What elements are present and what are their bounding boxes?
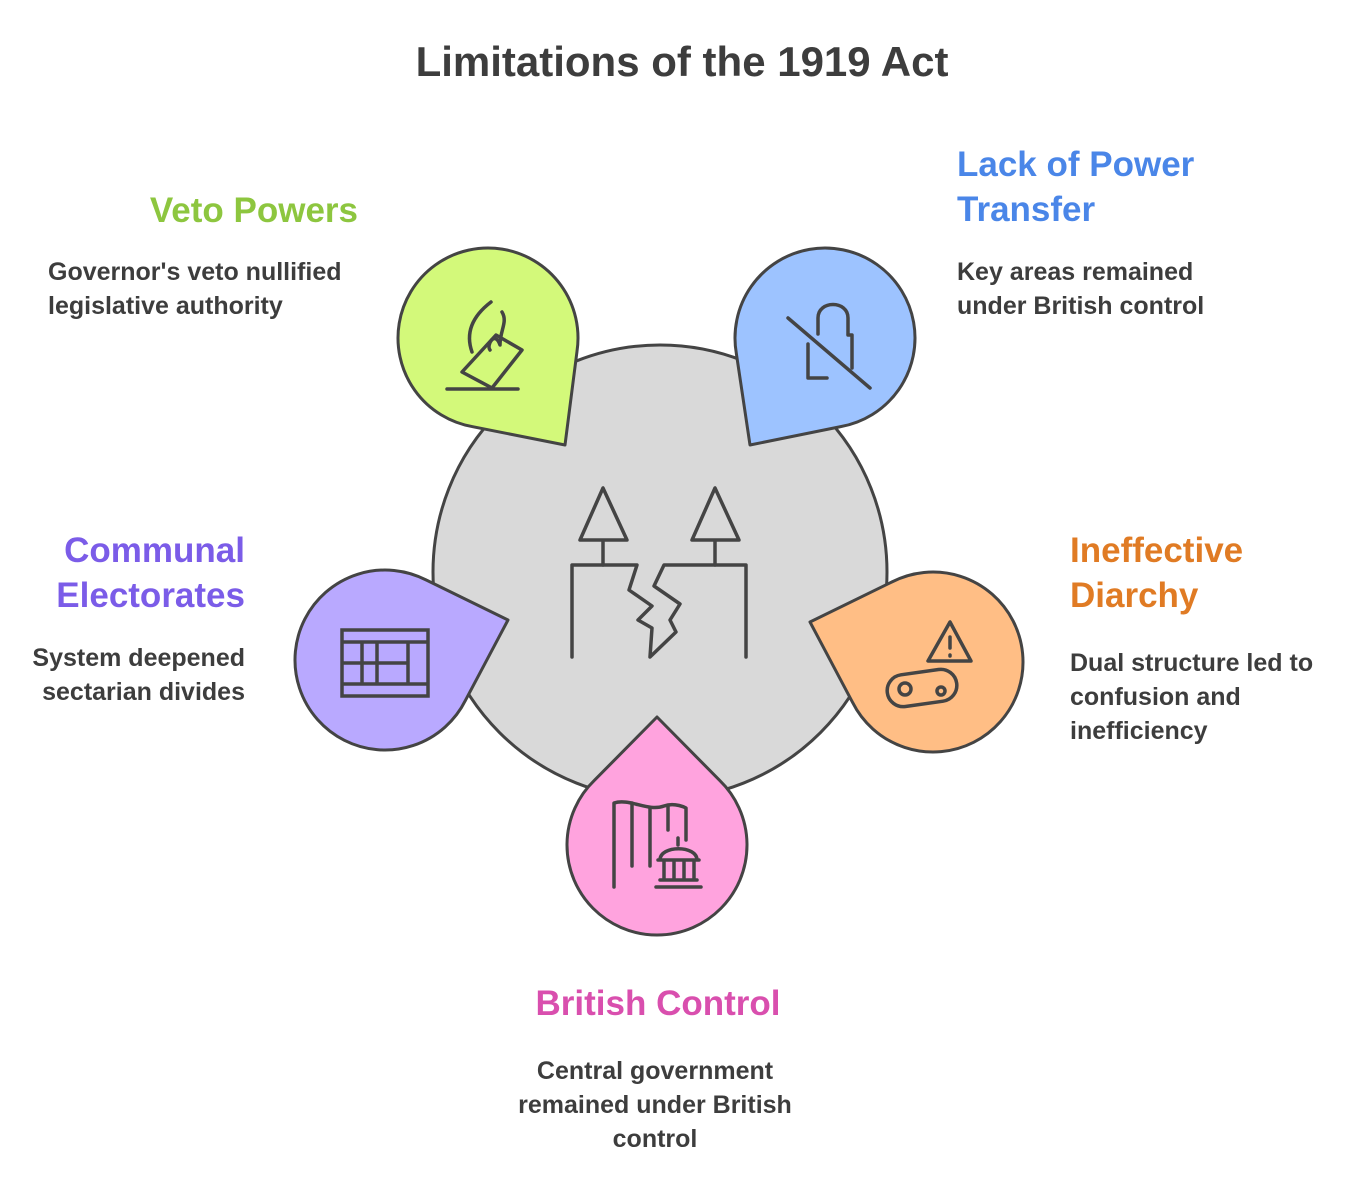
- broken-structure-icon: [570, 486, 748, 659]
- burning-ballot-icon: [445, 300, 524, 391]
- item-description-lack-of-power-transfer: Key areas remained under British control: [957, 258, 1205, 320]
- petal-ineffective-diarchy: [808, 570, 1025, 754]
- item-description-veto-powers: Governor's veto nullified legislative au…: [48, 258, 342, 320]
- petal-communal-electorates: [293, 568, 510, 752]
- item-description-ineffective-diarchy: Dual structure led to confusion and inef…: [1070, 649, 1314, 745]
- item-heading-ineffective-diarchy: Ineffective Diarchy: [1070, 531, 1244, 615]
- item-heading-lack-of-power-transfer: Lack of Power Transfer: [957, 145, 1195, 229]
- item-heading-british-control: British Control: [535, 984, 781, 1023]
- grid-divide-icon: [340, 628, 430, 698]
- item-description-communal-electorates: System deepened sectarian divides: [32, 644, 245, 706]
- warning-conveyor-icon: [885, 620, 973, 709]
- item-heading-communal-electorates: Communal Electorates: [56, 531, 245, 615]
- item-heading-veto-powers: Veto Powers: [149, 191, 358, 230]
- petal-british-control: [565, 715, 749, 937]
- page-title: Limitations of the 1919 Act: [415, 38, 949, 85]
- petal-lack-of-power-transfer: [733, 246, 917, 447]
- flag-government-icon: [612, 800, 703, 889]
- unlock-blocked-icon: [786, 302, 872, 390]
- item-description-british-control: Central government remained under Britis…: [518, 1057, 792, 1153]
